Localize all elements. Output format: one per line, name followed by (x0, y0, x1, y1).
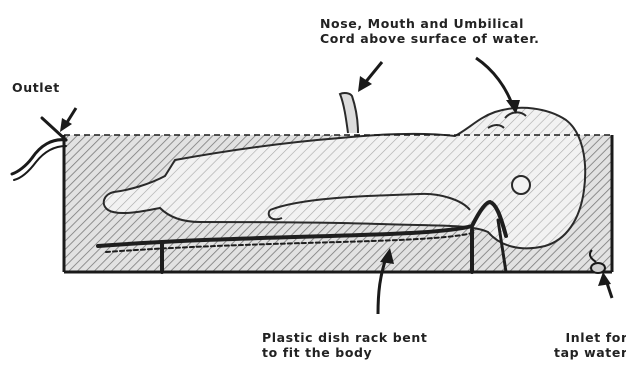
inlet-label-line-1: Inlet for (554, 330, 626, 345)
outlet-arrow (60, 108, 76, 132)
inlet-label: Inlet for tap water (554, 330, 626, 360)
dish-rack-label-line-2: to fit the body (262, 345, 427, 360)
outlet-label: Outlet (12, 80, 60, 95)
nose-arrow (476, 58, 520, 114)
nose-mouth-label-line-1: Nose, Mouth and Umbilical (320, 16, 540, 31)
outlet-hose (12, 118, 66, 180)
cord-arrow (358, 62, 382, 92)
nose-mouth-label-line-2: Cord above surface of water. (320, 31, 540, 46)
umbilical-cord (340, 93, 358, 133)
inlet-arrow (598, 272, 612, 298)
dish-rack-label: Plastic dish rack bent to fit the body (262, 330, 427, 360)
dish-rack-label-line-1: Plastic dish rack bent (262, 330, 427, 345)
nose-mouth-label: Nose, Mouth and Umbilical Cord above sur… (320, 16, 540, 46)
inlet-label-line-2: tap water (554, 345, 626, 360)
ear (512, 176, 530, 194)
